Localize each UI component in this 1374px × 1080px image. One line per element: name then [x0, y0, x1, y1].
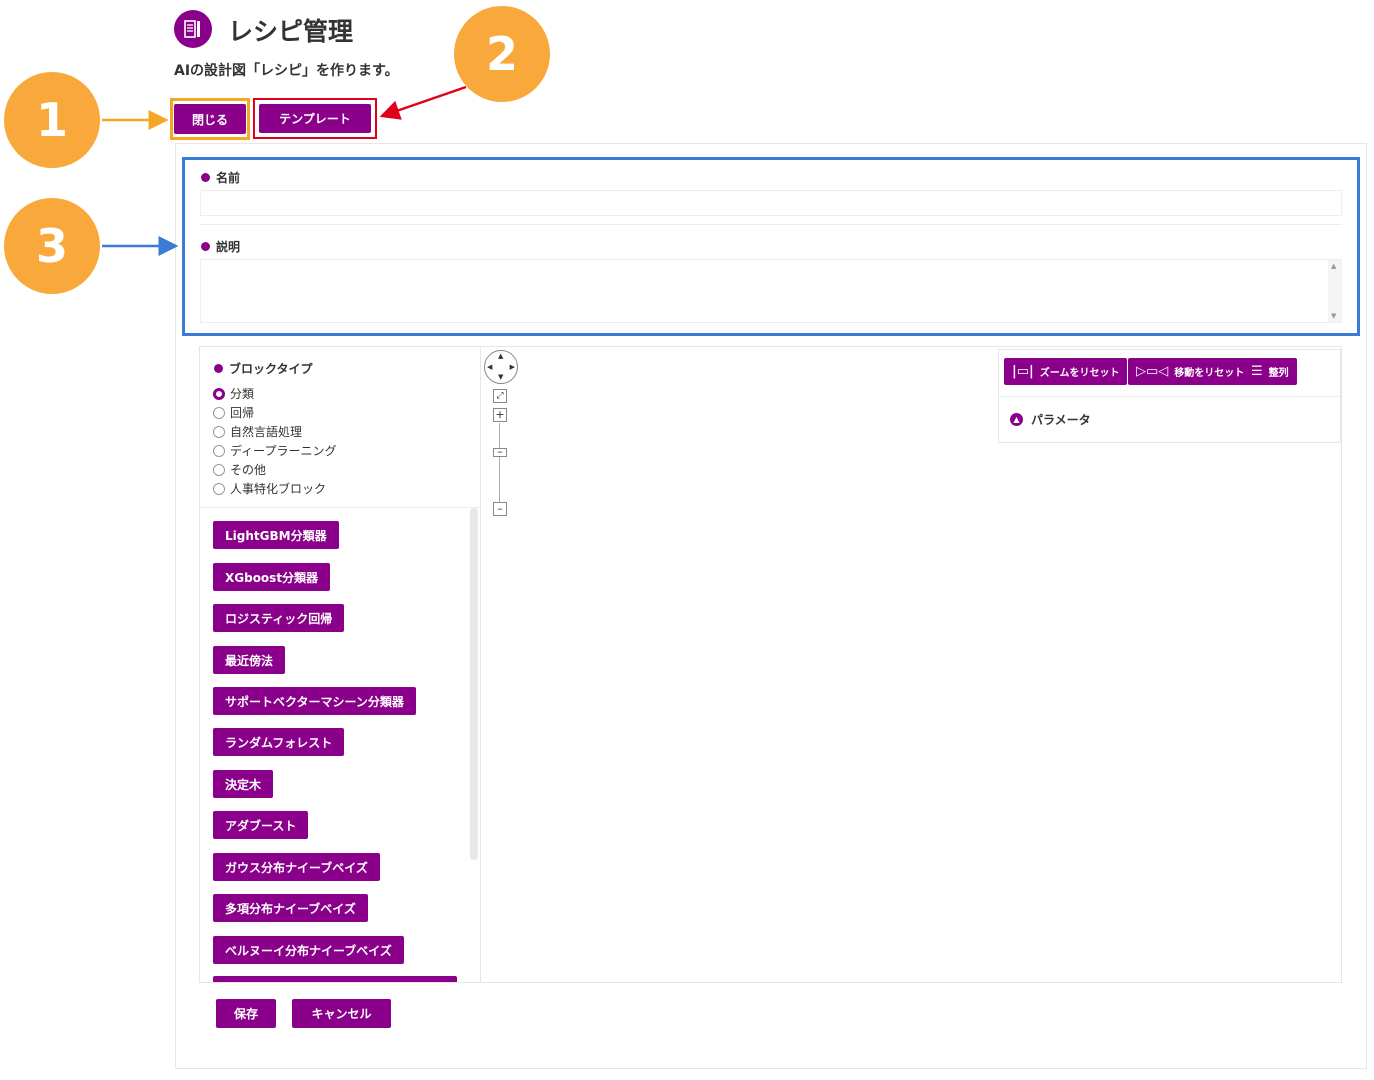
bullet-icon — [214, 364, 223, 373]
zoom-reset-icon: |▭| — [1012, 364, 1034, 379]
recipe-panel — [175, 143, 1367, 1069]
block-decision-tree[interactable]: 決定木 — [213, 770, 274, 798]
block-gaussian-naive-bayes[interactable]: ガウス分布ナイーブベイズ — [213, 853, 380, 881]
block-type-option-other[interactable]: その他 — [213, 461, 266, 478]
close-button[interactable]: 閉じる — [174, 104, 246, 134]
zoom-slider-handle[interactable]: – — [493, 446, 507, 457]
block-svm-classifier[interactable]: サポートベクターマシーン分類器 — [213, 687, 416, 715]
recipe-book-icon — [174, 10, 212, 48]
scroll-down-icon[interactable]: ▼ — [1331, 312, 1337, 320]
block-partial[interactable] — [213, 976, 457, 982]
block-logistic-regression[interactable]: ロジスティック回帰 — [213, 604, 345, 632]
reset-move-button[interactable]: ▷▭◁ 移動をリセット — [1128, 358, 1253, 385]
block-multinomial-naive-bayes[interactable]: 多項分布ナイーブベイズ — [213, 894, 368, 922]
fit-screen-icon[interactable]: ⤢ — [493, 389, 507, 403]
zoom-out-icon[interactable]: – — [493, 502, 507, 516]
scroll-up-icon[interactable]: ▲ — [1331, 262, 1337, 270]
arrow-2 — [379, 85, 467, 120]
textarea-scrollbar[interactable]: ▲ ▼ — [1328, 260, 1341, 322]
move-reset-icon: ▷▭◁ — [1136, 364, 1169, 379]
block-type-option-regression[interactable]: 回帰 — [213, 404, 254, 421]
parameters-header[interactable]: ▲ パラメータ — [1010, 411, 1091, 428]
divider — [200, 507, 480, 508]
divider — [200, 224, 1342, 225]
callout-3: 3 — [4, 198, 100, 294]
highlight-close — [170, 98, 250, 140]
block-type-option-nlp[interactable]: 自然言語処理 — [213, 423, 302, 440]
pan-up-icon[interactable]: ▲ — [498, 352, 504, 360]
radio-checked-icon[interactable] — [213, 387, 225, 400]
block-random-forest[interactable]: ランダムフォレスト — [213, 728, 345, 756]
reset-zoom-button[interactable]: |▭| ズームをリセット — [1004, 358, 1128, 385]
bullet-icon — [201, 242, 210, 251]
zoom-in-icon[interactable]: + — [493, 408, 507, 422]
recipe-editor — [199, 346, 1342, 983]
save-button[interactable]: 保存 — [216, 999, 276, 1028]
radio-icon[interactable] — [213, 444, 225, 457]
block-nearest-neighbor[interactable]: 最近傍法 — [213, 646, 286, 674]
callout-2: 2 — [454, 6, 550, 102]
align-icon: ☰ — [1251, 364, 1263, 379]
radio-icon[interactable] — [213, 482, 225, 495]
description-textarea[interactable]: ▲ ▼ — [200, 259, 1342, 323]
block-lightgbm-classifier[interactable]: LightGBM分類器 — [213, 521, 339, 549]
highlight-form-fields — [182, 157, 1360, 336]
callout-1: 1 — [4, 72, 100, 168]
block-list-scrollbar[interactable] — [470, 508, 478, 860]
radio-icon[interactable] — [213, 425, 225, 438]
zoom-slider-track[interactable] — [499, 423, 500, 503]
divider — [998, 396, 1341, 397]
block-bernoulli-naive-bayes[interactable]: ベルヌーイ分布ナイーブベイズ — [213, 936, 404, 964]
radio-icon[interactable] — [213, 406, 225, 419]
block-xgboost-classifier[interactable]: XGboost分類器 — [213, 563, 331, 591]
highlight-template — [253, 98, 377, 139]
block-type-label: ブロックタイプ — [214, 360, 313, 377]
page-subtitle: AIの設計図「レシピ」を作ります。 — [174, 63, 399, 79]
description-label: 説明 — [201, 238, 240, 255]
pan-right-icon[interactable]: ▶ — [509, 363, 515, 371]
pan-control[interactable]: ▲ ▼ ◀ ▶ — [484, 350, 518, 384]
radio-icon[interactable] — [213, 463, 225, 476]
align-button[interactable]: ☰ 整列 — [1243, 358, 1297, 385]
page-title: レシピ管理 — [228, 17, 354, 46]
chevron-up-icon[interactable]: ▲ — [1010, 413, 1023, 426]
pan-down-icon[interactable]: ▼ — [498, 373, 504, 381]
block-type-option-classification[interactable]: 分類 — [213, 385, 254, 402]
column-divider — [480, 346, 481, 983]
block-type-option-hr[interactable]: 人事特化ブロック — [213, 480, 326, 497]
cancel-button[interactable]: キャンセル — [292, 999, 391, 1028]
pan-left-icon[interactable]: ◀ — [487, 363, 493, 371]
block-type-option-deep-learning[interactable]: ディープラーニング — [213, 442, 336, 459]
name-label: 名前 — [201, 169, 240, 186]
template-button[interactable]: テンプレート — [259, 104, 371, 133]
name-input[interactable] — [200, 190, 1342, 216]
bullet-icon — [201, 173, 210, 182]
block-adaboost[interactable]: アダブースト — [213, 811, 309, 839]
